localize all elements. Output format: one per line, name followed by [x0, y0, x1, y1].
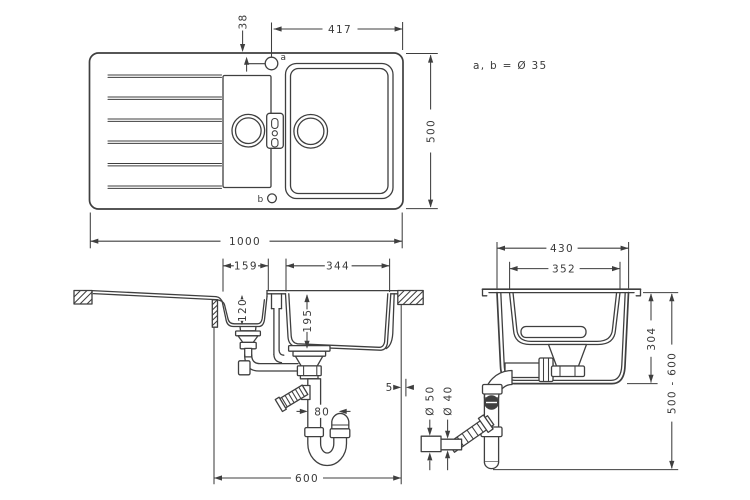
dim-install-height: 500 - 600: [493, 292, 679, 471]
sink-outline: [88, 52, 404, 210]
dim-bowl-depth: 304: [627, 293, 658, 385]
tap-hole-a: [264, 56, 279, 71]
dim-edge-gap: 5: [386, 305, 414, 485]
countertop-right-hatch: [397, 289, 424, 306]
dim-trap-width: 80: [296, 404, 351, 418]
pipe-end-cap: [483, 461, 500, 470]
dim-tap-edge: 38: [237, 14, 273, 72]
dim-main-bowl-width: 344: [285, 258, 391, 292]
dim-bowl-width: 352: [509, 261, 621, 290]
main-bowl-inner: [289, 67, 389, 195]
main-bowl-drain-icon: [293, 113, 329, 149]
dim-304-label: 304: [646, 327, 658, 351]
dim-38-label: 38: [237, 14, 249, 30]
dim-outlet-diameter: Ø 50: [425, 386, 437, 471]
side-section-view: 430 352 304 500 - 600: [420, 241, 679, 471]
dim-cutout-width: 600: [213, 327, 402, 485]
dim-352-label: 352: [552, 263, 576, 275]
main-bowl-section: [284, 293, 395, 351]
front-section-view: 159 344 120 195: [73, 258, 424, 485]
overflow-channel-section: [270, 293, 285, 364]
dim-half-bowl-width: 159: [222, 258, 269, 292]
half-bowl-drain: [234, 330, 299, 376]
hole-b-label: b: [257, 195, 263, 205]
sink-rim-profile: [91, 289, 399, 301]
plan-view: a b 38 417: [88, 14, 438, 249]
hole-a-label: a: [281, 53, 287, 63]
drain-dish: [520, 325, 587, 339]
dim-1000-label: 1000: [229, 236, 261, 248]
dim-rim-width: 430: [496, 241, 630, 289]
dim-500-600-label: 500 - 600: [667, 352, 679, 414]
dim-pipe-diameter: Ø 40: [442, 386, 454, 471]
outlet-pipe: [439, 438, 463, 451]
dim-344-label: 344: [326, 261, 350, 273]
tap-hole-b: [266, 193, 278, 204]
overflow-control: [266, 112, 284, 149]
side-drain-assembly: [420, 343, 588, 470]
dim-half-bowl-depth: 120: [236, 294, 249, 326]
main-drain-trap: [274, 344, 351, 467]
dim-417-label: 417: [328, 24, 352, 36]
dim-dia40-label: Ø 40: [442, 386, 454, 416]
dim-80-label: 80: [314, 406, 330, 418]
corrugated-hose: [274, 384, 309, 413]
dim-500-label: 500: [425, 119, 437, 143]
half-bowl-drain-icon: [231, 113, 266, 148]
dim-tap-offset: 417: [273, 22, 404, 50]
dim-overall-depth: 500: [406, 52, 438, 210]
dim-main-bowl-depth: 195: [301, 294, 314, 349]
dim-120-label: 120: [237, 298, 249, 322]
main-bowl-outer: [284, 62, 394, 200]
dim-159-label: 159: [234, 261, 258, 273]
p-trap: [307, 435, 348, 467]
cutout-edge-hatch: [211, 299, 219, 328]
countertop-left-hatch: [73, 289, 93, 305]
trap-cap: [331, 412, 350, 430]
wall-outlet-fitting: [420, 435, 442, 453]
half-bowl: [222, 74, 272, 189]
drainboard-grooves: [107, 74, 223, 189]
dim-5-label: 5: [386, 382, 394, 394]
dim-dia50-label: Ø 50: [425, 386, 437, 416]
dim-430-label: 430: [550, 243, 574, 255]
dim-overall-width: 1000: [89, 212, 403, 249]
hole-diameter-note: a, b = Ø 35: [473, 60, 548, 72]
dim-195-label: 195: [302, 309, 314, 333]
dim-600-label: 600: [295, 473, 319, 485]
